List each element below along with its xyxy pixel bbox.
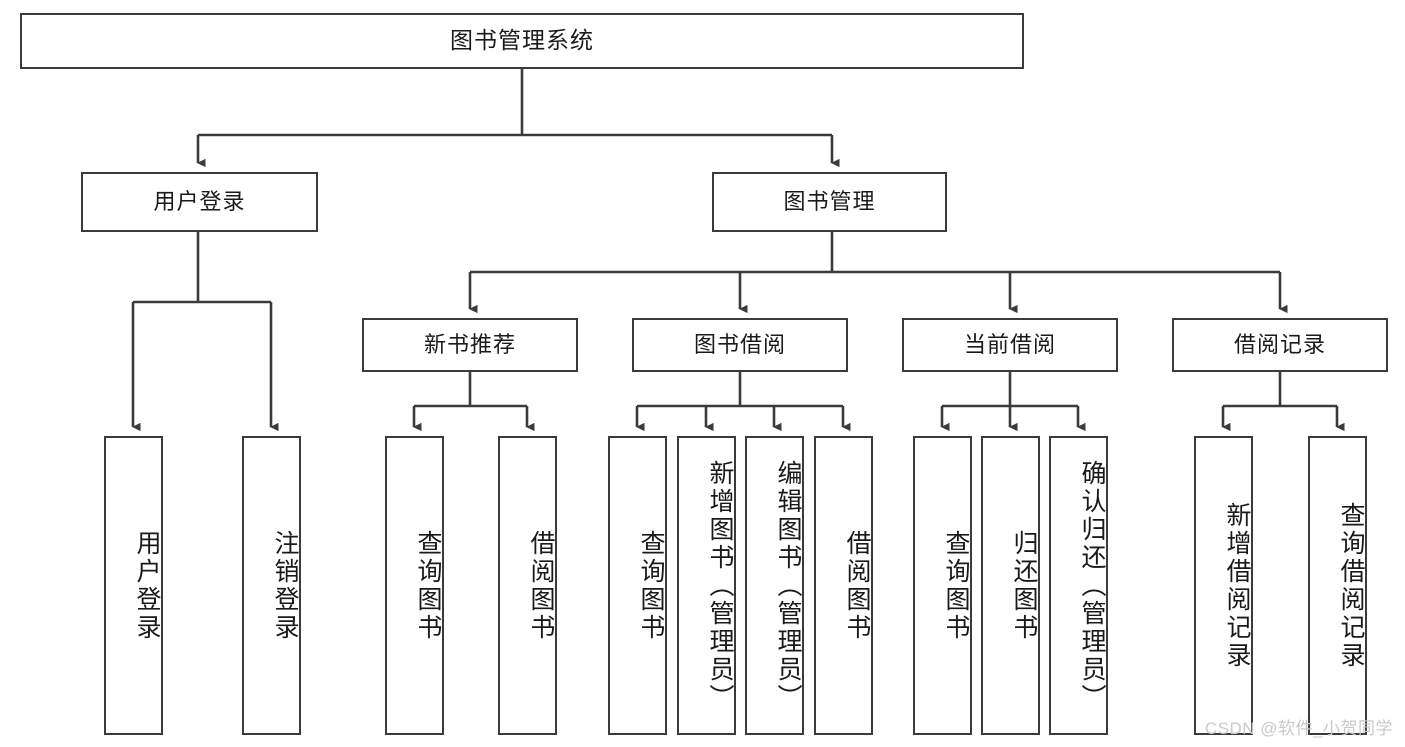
watermark: CSDN @软件_小贺同学 [1204,719,1393,738]
leaf-book-borrow-query-book[interactable]: 查询图书 [608,436,667,735]
node-borrow-records[interactable]: 借阅记录 [1172,318,1388,372]
node-book-management[interactable]: 图书管理 [712,172,947,232]
node-new-book-recommendation[interactable]: 新书推荐 [362,318,578,372]
node-root-system[interactable]: 图书管理系统 [20,13,1024,69]
node-user-login[interactable]: 用户登录 [81,172,318,232]
leaf-borrow-record-add-record[interactable]: 新增借阅记录 [1194,436,1253,735]
leaf-new-book-query-book[interactable]: 查询图书 [385,436,444,735]
node-book-borrowing[interactable]: 图书借阅 [632,318,848,372]
leaf-user-login-logout[interactable]: 注销登录 [242,436,301,735]
leaf-borrow-record-query-record[interactable]: 查询借阅记录 [1308,436,1367,735]
leaf-current-borrow-query-book[interactable]: 查询图书 [913,436,972,735]
node-current-borrowing[interactable]: 当前借阅 [902,318,1118,372]
leaf-book-borrow-edit-book-admin[interactable]: 编辑图书（管理员） [745,436,804,735]
leaf-book-borrow-borrow-book[interactable]: 借阅图书 [814,436,873,735]
leaf-current-borrow-return-book[interactable]: 归还图书 [981,436,1040,735]
leaf-book-borrow-add-book-admin[interactable]: 新增图书（管理员） [677,436,736,735]
leaf-new-book-borrow-book[interactable]: 借阅图书 [498,436,557,735]
leaf-user-login-login[interactable]: 用户登录 [104,436,163,735]
leaf-current-borrow-confirm-return-admin[interactable]: 确认归还（管理员） [1049,436,1108,735]
